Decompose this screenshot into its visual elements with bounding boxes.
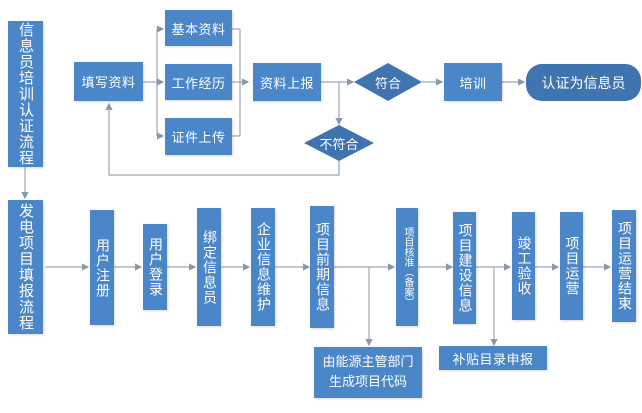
step-approval-filing: 项目核准（备案） bbox=[396, 208, 418, 326]
training-step: 培训 bbox=[444, 63, 502, 101]
project-code-line-1: 由能源主管部门 bbox=[322, 354, 414, 370]
connector-fail-loop bbox=[105, 102, 340, 176]
basic-info-step: 基本资料 bbox=[165, 10, 232, 46]
project-code-branch: 由能源主管部门 生成项目代码 bbox=[314, 347, 422, 398]
step-login: 用户登录 bbox=[143, 224, 167, 310]
diamond-shape bbox=[304, 125, 374, 161]
step-register: 用户注册 bbox=[90, 210, 114, 325]
pass-decision-label: 符合 bbox=[374, 76, 401, 92]
certificate-upload-step: 证件上传 bbox=[165, 118, 232, 155]
step-completion-acceptance: 竣工验收 bbox=[512, 212, 535, 320]
step-preliminary-info: 项目前期信息 bbox=[310, 206, 334, 328]
step-enterprise-info: 企业信息维护 bbox=[251, 208, 275, 326]
reporting-flow-title: 发电项目填报流程 bbox=[8, 200, 43, 334]
diamond-shape bbox=[354, 63, 422, 101]
certified-terminal: 认证为信息员 bbox=[526, 64, 641, 101]
fail-decision-label: 不符合 bbox=[319, 137, 359, 153]
step-operation-end: 项目运营结束 bbox=[612, 210, 636, 322]
step-bind-info-officer: 绑定信息员 bbox=[197, 208, 221, 326]
step-construction-info: 项目建设信息 bbox=[453, 212, 476, 324]
submit-info-step: 资料上报 bbox=[253, 63, 321, 101]
step-operation: 项目运营 bbox=[560, 212, 583, 320]
pass-decision: 符合 bbox=[354, 63, 422, 101]
fill-info-step: 填写资料 bbox=[74, 62, 143, 101]
training-flow-title: 信息员培训认证流程 bbox=[8, 21, 43, 167]
subsidy-catalog-branch: 补贴目录申报 bbox=[439, 346, 547, 370]
work-experience-step: 工作经历 bbox=[165, 64, 232, 100]
fail-decision: 不符合 bbox=[304, 125, 374, 161]
project-code-line-2: 生成项目代码 bbox=[328, 374, 407, 390]
